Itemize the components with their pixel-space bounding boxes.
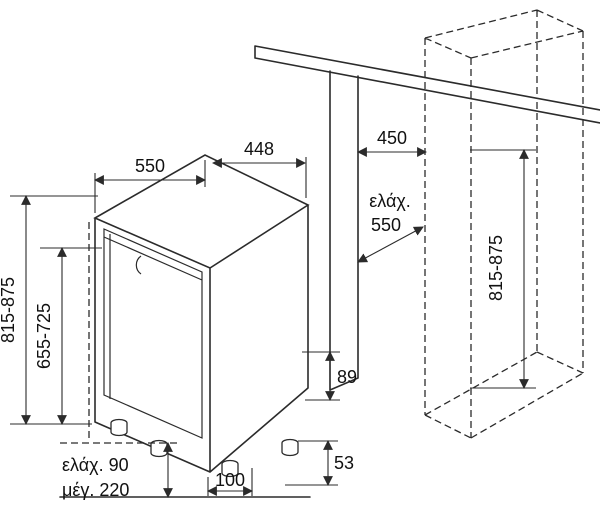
dim-label-100: 100 bbox=[215, 470, 245, 490]
dim-label-niche-depth-prefix: ελάχ. bbox=[369, 191, 411, 211]
dishwasher-body bbox=[93, 154, 310, 473]
foot-rear-right bbox=[281, 438, 299, 457]
foot-front-right bbox=[221, 459, 239, 478]
dim-label-door-height: 655-725 bbox=[34, 303, 54, 369]
dimension-lines bbox=[21, 147, 529, 498]
dim-label-niche-depth-value: 550 bbox=[371, 215, 401, 235]
reference-dashed-lines bbox=[60, 222, 178, 444]
dim-niche-depth-min bbox=[357, 226, 424, 263]
cabinet-side-panel bbox=[329, 70, 359, 391]
dim-label-plinth-max: μέγ. 220 bbox=[62, 480, 129, 500]
dim-label-depth-550: 550 bbox=[135, 156, 165, 176]
foot-front-left bbox=[110, 418, 128, 437]
niche-dashed-outline bbox=[424, 9, 584, 439]
dim-label-niche-width-450: 450 bbox=[377, 128, 407, 148]
dim-label-niche-height: 815-875 bbox=[486, 235, 506, 301]
dim-label-base-89: 89 bbox=[337, 367, 357, 387]
adjustable-feet bbox=[110, 418, 299, 478]
countertop-lines bbox=[254, 45, 600, 124]
dim-label-plinth-min: ελάχ. 90 bbox=[62, 455, 129, 475]
door-handle bbox=[135, 255, 142, 275]
dim-label-width-448: 448 bbox=[244, 139, 274, 159]
dim-label-53: 53 bbox=[334, 453, 354, 473]
dim-label-appliance-height: 815-875 bbox=[0, 277, 18, 343]
dishwasher-door bbox=[103, 228, 203, 439]
